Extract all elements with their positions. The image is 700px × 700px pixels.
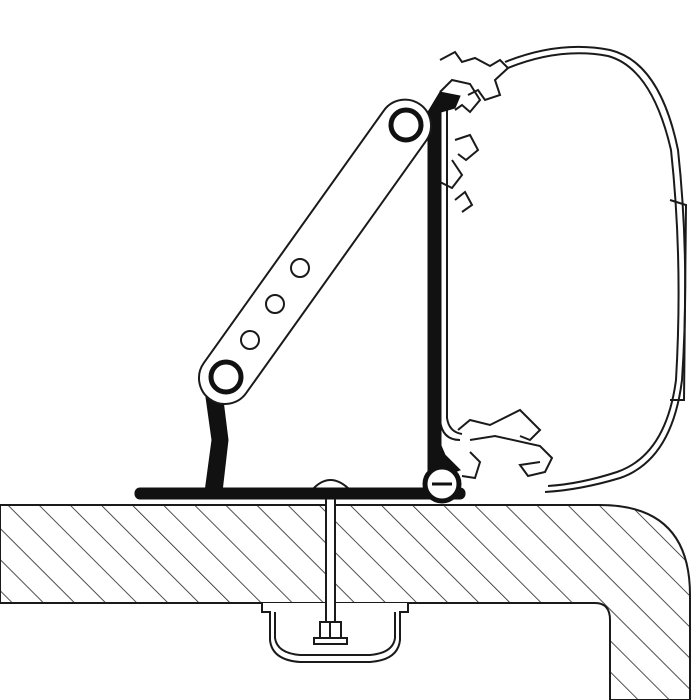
adjustable-arm bbox=[198, 98, 433, 405]
upper-pivot-bolt bbox=[388, 107, 424, 143]
awning-case bbox=[439, 45, 688, 493]
arm-hole bbox=[265, 294, 285, 314]
lower-pivot-bolt bbox=[208, 359, 244, 395]
arm-hole bbox=[240, 330, 260, 350]
pivot-bolts bbox=[208, 107, 462, 504]
roof-section bbox=[0, 504, 691, 700]
arm-hole bbox=[290, 258, 310, 278]
bracket bbox=[134, 91, 466, 500]
